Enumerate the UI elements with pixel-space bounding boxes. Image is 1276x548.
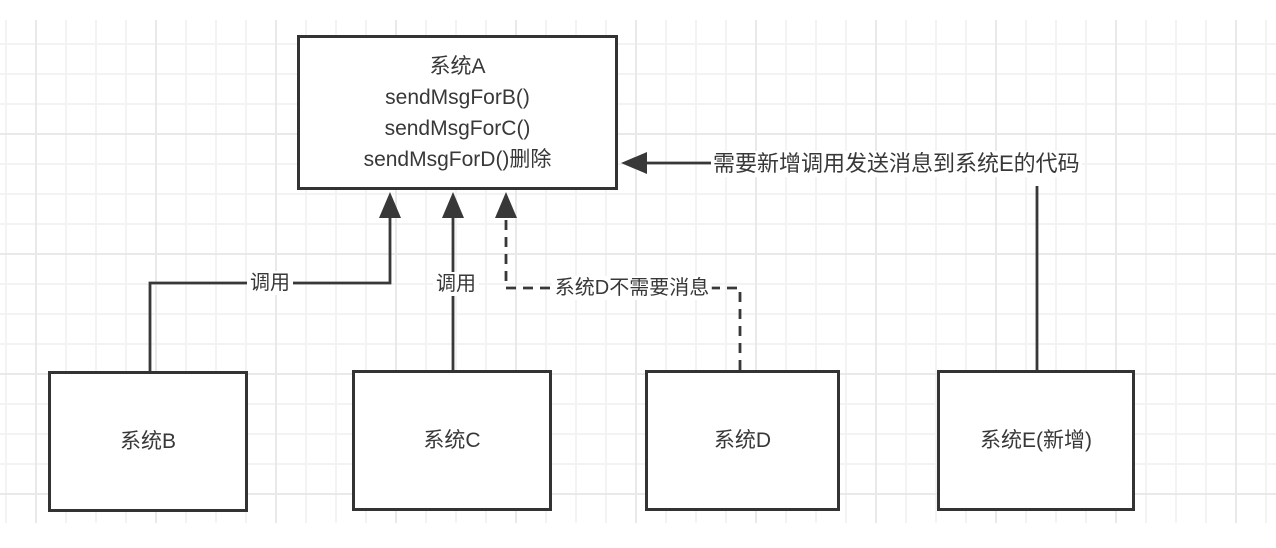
system-c-label: 系统C bbox=[423, 429, 481, 452]
node-system-a[interactable]: 系统A sendMsgForB() sendMsgForC() sendMsgF… bbox=[297, 35, 618, 190]
system-e-label: 系统E(新增) bbox=[980, 429, 1092, 452]
system-a-method-d: sendMsgForD()删除 bbox=[363, 147, 552, 171]
arrowhead-c-to-a-icon[interactable] bbox=[442, 192, 464, 218]
system-a-method-b: sendMsgForB() bbox=[385, 85, 530, 109]
system-a-method-c: sendMsgForC() bbox=[384, 116, 531, 140]
system-a-title: 系统A bbox=[429, 54, 486, 78]
arrowhead-d-to-a-icon[interactable] bbox=[495, 192, 517, 218]
edge-d-to-a[interactable] bbox=[504, 216, 742, 370]
node-system-b[interactable]: 系统B bbox=[48, 371, 248, 512]
system-d-label: 系统D bbox=[713, 429, 772, 452]
arrowhead-annotation-to-a-icon[interactable] bbox=[621, 152, 647, 174]
annotation-add-system-e-code[interactable]: 需要新增调用发送消息到系统E的代码 bbox=[711, 151, 1082, 177]
system-b-label: 系统B bbox=[119, 430, 176, 453]
node-system-e[interactable]: 系统E(新增) bbox=[937, 370, 1135, 511]
edge-label-d-no-message[interactable]: 系统D不需要消息 bbox=[551, 276, 713, 300]
edge-label-call-c[interactable]: 调用 bbox=[433, 272, 479, 296]
arrowhead-b-to-a-icon[interactable] bbox=[379, 192, 401, 218]
node-system-d[interactable]: 系统D bbox=[645, 370, 840, 511]
node-system-c[interactable]: 系统C bbox=[352, 370, 552, 511]
edge-label-call-b[interactable]: 调用 bbox=[247, 271, 293, 295]
